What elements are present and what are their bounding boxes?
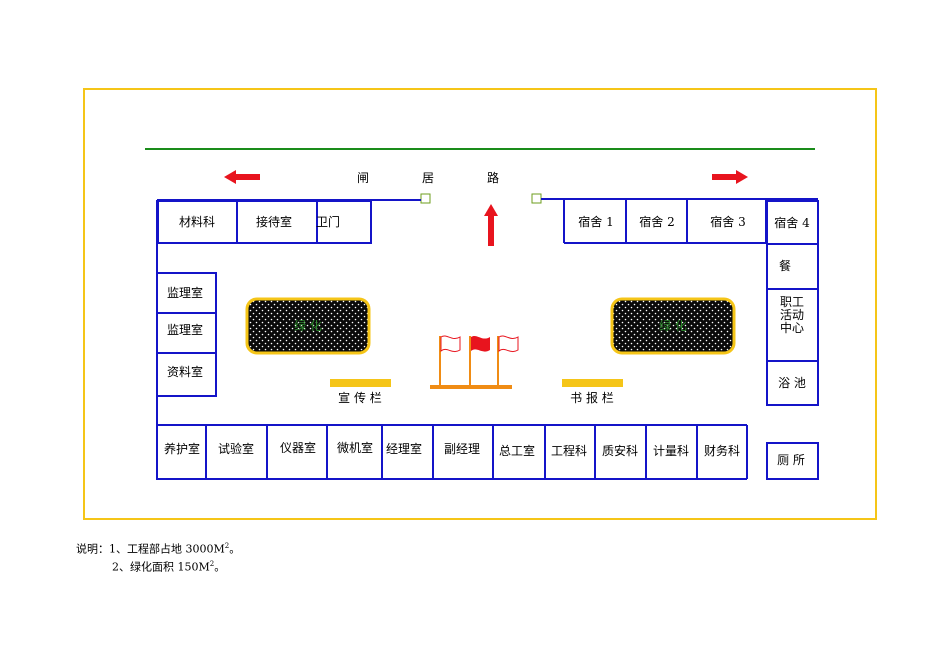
page-border	[83, 88, 877, 520]
note-item-1: 1、工程部占地 3000M	[109, 542, 225, 556]
label-toilet: 厕 所	[777, 453, 805, 467]
green-label-right: 绿 化	[659, 318, 687, 333]
label-dorm4: 宿舍 4	[774, 215, 810, 230]
room-toilet	[766, 442, 819, 480]
note-item-2-end: 。	[214, 560, 226, 574]
label-archives: 资料室	[167, 364, 203, 379]
newspaper-board	[562, 379, 623, 387]
green-area-right	[610, 297, 736, 355]
label-testing: 试验室	[218, 441, 254, 456]
label-dorm3: 宿舍 3	[710, 214, 745, 229]
label-engineering: 工程科	[551, 443, 587, 458]
label-activity-3: 中心	[780, 320, 804, 335]
gate-post-left	[420, 193, 431, 204]
room-archives	[156, 352, 217, 397]
note-item-2: 2、绿化面积 150M	[112, 560, 210, 574]
label-activity-1: 职工	[780, 295, 804, 309]
label-manager: 经理室	[386, 441, 422, 456]
note-line-2: 2、绿化面积 150M2。	[112, 557, 225, 575]
label-canteen: 餐	[779, 258, 791, 273]
label-finance: 财务科	[704, 443, 740, 458]
label-quality-safety: 质安科	[602, 443, 638, 458]
publicity-board-label: 宣 传 栏	[338, 390, 382, 405]
room-canteen	[766, 243, 819, 290]
publicity-board	[330, 379, 391, 387]
label-dorm1: 宿舍 1	[578, 214, 613, 229]
flagpole-icon	[430, 335, 519, 389]
road-char-1: 闸	[357, 171, 369, 185]
right-arrow-icon	[712, 170, 748, 184]
note-item-1-end: 。	[229, 542, 241, 556]
green-label-left: 绿 化	[294, 318, 322, 333]
label-materials: 材料科	[179, 215, 215, 229]
newspaper-board-label: 书 报 栏	[570, 390, 614, 405]
gate-post-right	[531, 193, 542, 204]
label-supervision1: 监理室	[167, 285, 203, 300]
label-metering: 计量科	[653, 444, 689, 458]
label-bath: 浴 池	[778, 376, 806, 390]
label-activity-2: 活动	[780, 308, 804, 322]
label-supervision2: 监理室	[167, 322, 203, 337]
label-curing: 养护室	[164, 441, 200, 456]
left-arrow-icon	[224, 170, 260, 184]
road-char-2: 居	[422, 171, 434, 185]
label-chief-engineer: 总工室	[499, 443, 535, 458]
road-char-3: 路	[487, 170, 499, 185]
label-dorm2: 宿舍 2	[639, 214, 674, 229]
label-instrument: 仪器室	[280, 440, 316, 455]
label-gate: 卫门	[316, 214, 340, 229]
green-area-left	[245, 297, 371, 355]
up-arrow-icon	[484, 204, 498, 246]
room-bath	[766, 360, 819, 406]
note-item-1-sup: 2	[224, 542, 230, 550]
label-vice-manager: 副经理	[444, 442, 480, 456]
room-gate	[316, 200, 372, 244]
label-reception: 接待室	[256, 214, 292, 229]
label-computer: 微机室	[337, 440, 373, 455]
note-line-1: 说明：1、工程部占地 3000M2。	[76, 539, 240, 557]
note-item-2-sup: 2	[209, 560, 215, 568]
note-prefix: 说明：	[76, 542, 109, 556]
